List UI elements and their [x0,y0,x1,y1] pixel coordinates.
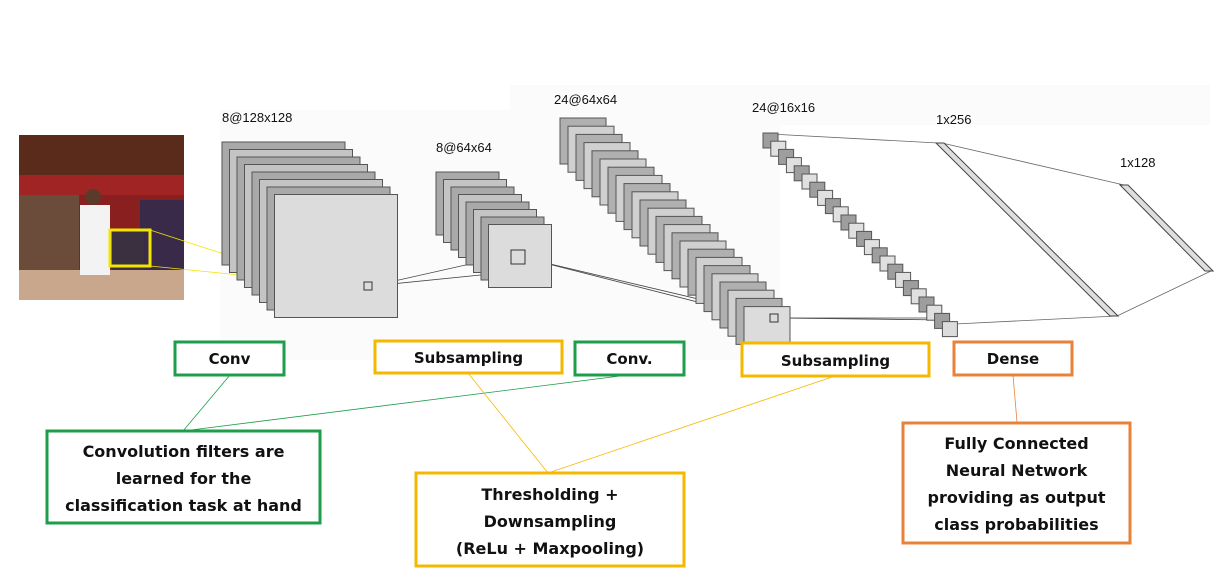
stage-box-subsampling2: Subsampling [740,341,931,378]
callout-convolution: Convolution filters are learned for the … [45,429,322,525]
feature-map-stack-8x64 [435,171,552,288]
layer-label: 8@128x128 [222,110,292,125]
feature-map [488,224,552,288]
kernel-window-1 [363,281,373,291]
callout-line: (ReLu + Maxpooling) [456,539,644,558]
feature-map [274,194,398,318]
dense-layer-256 [934,142,1120,317]
callout-line: class probabilities [934,515,1098,534]
layer-label: 1x128 [1120,155,1155,170]
background-panel-top [510,85,1210,125]
stage-label: Subsampling [781,352,890,370]
feature-map [941,321,958,338]
stage-label: Dense [987,350,1039,368]
callout-dense: Fully Connected Neural Network providing… [901,421,1132,545]
stage-label: Conv [209,350,251,368]
stage-box-conv1: Conv [173,340,286,377]
callout-line: providing as output [927,488,1105,507]
stage-label: Subsampling [414,349,523,367]
feature-map-stack-24x16 [762,132,958,338]
callout-line: Thresholding + [481,485,618,504]
layer-label: 1x256 [936,112,971,127]
stage-box-conv2: Conv. [573,340,686,377]
kernel-window-3 [769,313,779,323]
input-image [19,135,184,300]
callout-line: classification task at hand [65,496,302,515]
callout-line: learned for the [116,469,252,488]
stage-label: Conv. [606,350,652,368]
callout-line: Fully Connected [944,434,1088,453]
layer-label: 24@16x16 [752,100,815,115]
receptive-field-highlight [108,228,152,268]
layer-label: 8@64x64 [436,140,492,155]
stage-box-subsampling1: Subsampling [373,339,564,375]
stage-box-dense: Dense [952,340,1074,377]
callout-thresholding: Thresholding + Downsampling (ReLu + Maxp… [414,471,686,568]
kernel-window-2 [510,249,526,265]
callout-connectors [182,372,1018,474]
feature-map-stack-24x64 [559,117,791,354]
callout-line: Downsampling [484,512,617,531]
layer-label: 24@64x64 [554,92,617,107]
callout-line: Convolution filters are [83,442,285,461]
callout-line: Neural Network [946,461,1088,480]
dense-layer-128 [1118,184,1214,272]
